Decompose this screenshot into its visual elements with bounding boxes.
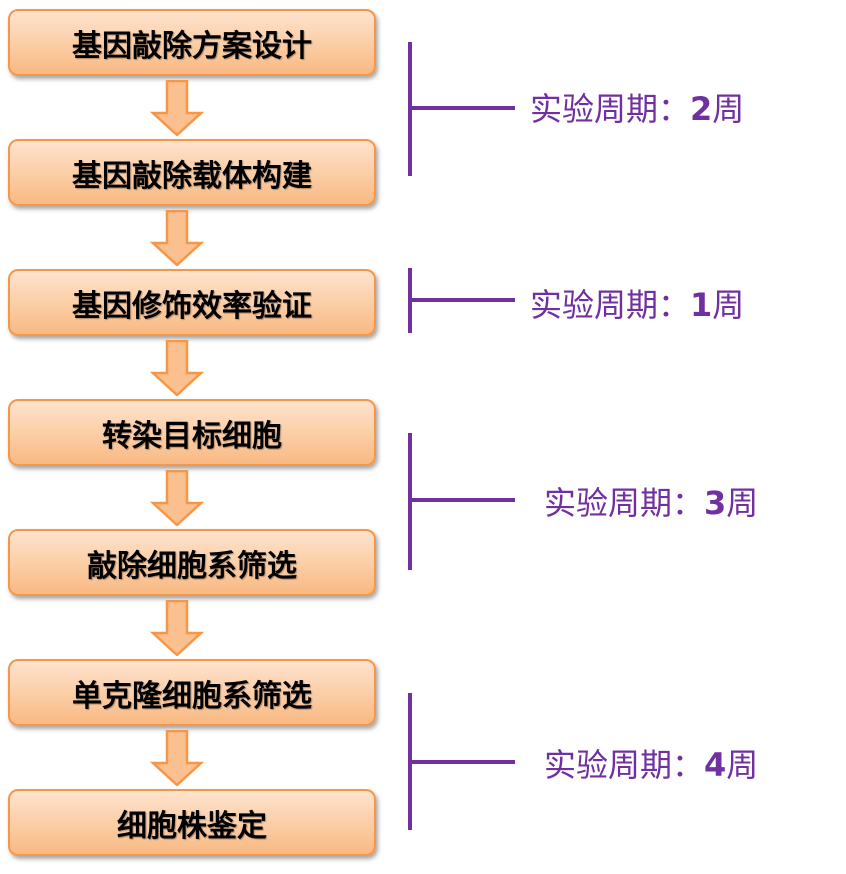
bracket-1-connector bbox=[408, 106, 515, 110]
down-arrow-icon bbox=[149, 339, 205, 397]
down-arrow-icon bbox=[149, 469, 205, 527]
period-label-1: 实验周期：2周 bbox=[530, 90, 745, 128]
period-label-2: 实验周期：1周 bbox=[530, 286, 745, 324]
step-box-7: 细胞株鉴定 bbox=[8, 789, 376, 856]
step-box-4: 转染目标细胞 bbox=[8, 399, 376, 466]
down-arrow-icon bbox=[149, 79, 205, 137]
period-label-4: 实验周期：4周 bbox=[544, 746, 759, 784]
step-box-1: 基因敲除方案设计 bbox=[8, 9, 376, 76]
period-label-3: 实验周期：3周 bbox=[544, 484, 759, 522]
step-box-6: 单克隆细胞系筛选 bbox=[8, 659, 376, 726]
bracket-4-connector bbox=[408, 760, 515, 764]
step-box-3: 基因修饰效率验证 bbox=[8, 269, 376, 336]
bracket-3-connector bbox=[408, 498, 515, 502]
bracket-2-connector bbox=[408, 298, 515, 302]
step-box-2: 基因敲除载体构建 bbox=[8, 139, 376, 206]
down-arrow-icon bbox=[149, 599, 205, 657]
down-arrow-icon bbox=[149, 209, 205, 267]
step-box-5: 敲除细胞系筛选 bbox=[8, 529, 376, 596]
down-arrow-icon bbox=[149, 729, 205, 787]
